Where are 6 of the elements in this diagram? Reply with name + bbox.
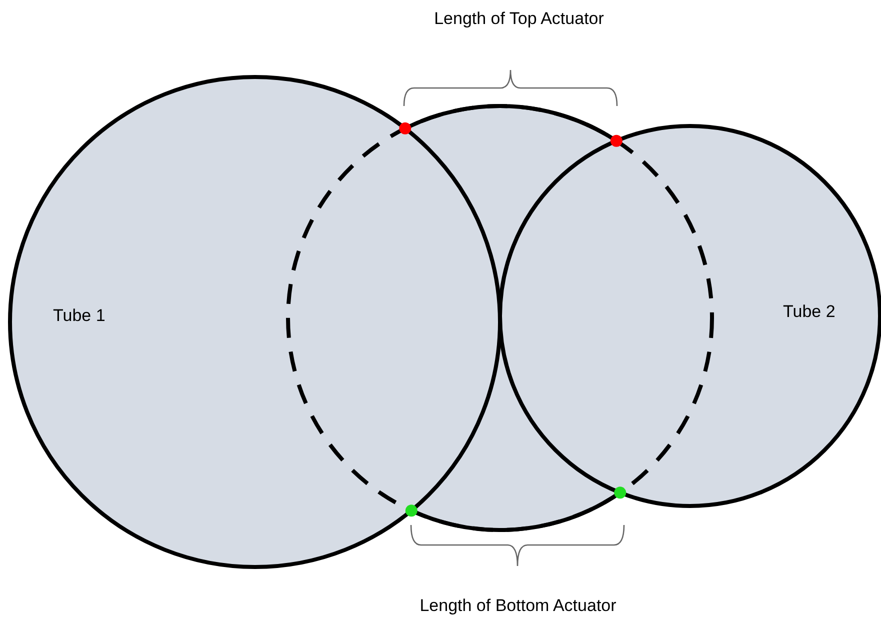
- tube-label: Tube 2: [783, 302, 836, 322]
- tube-circle: [8, 75, 502, 569]
- tube-label: Tube 1: [53, 306, 106, 326]
- dimension-label: Length of Top Actuator: [434, 9, 604, 29]
- dashed-circle: [286, 104, 714, 532]
- dimension-label: Length of Bottom Actuator: [420, 596, 616, 616]
